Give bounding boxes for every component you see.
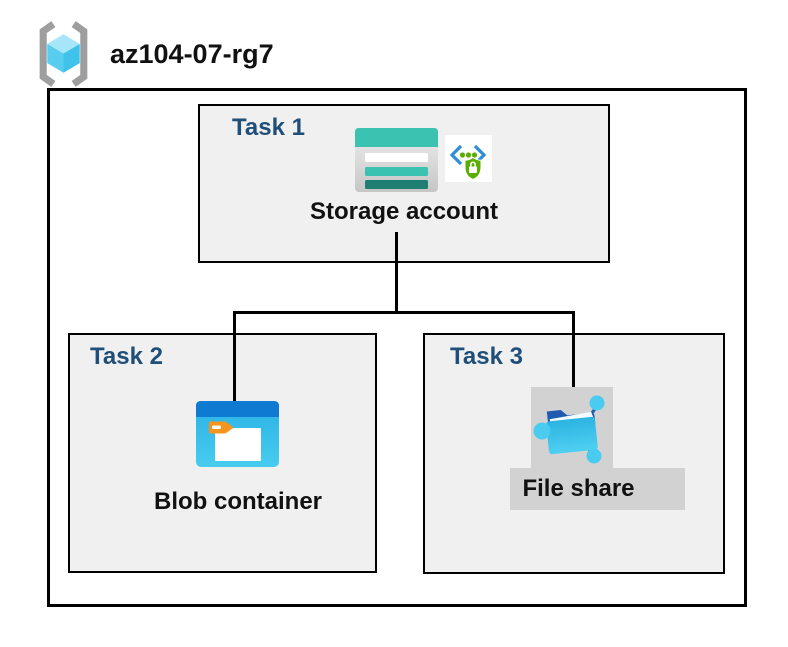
- connector-branch: [233, 311, 575, 314]
- connector-to-blob-container: [233, 311, 236, 402]
- file-share-icon: [531, 387, 613, 468]
- task1-box: Task 1: [198, 104, 610, 263]
- storage-account-icon: [355, 128, 438, 192]
- secure-code-shield-icon: [445, 135, 492, 182]
- file-share-label: File share: [522, 475, 635, 502]
- task3-label: Task 3: [450, 343, 523, 370]
- resource-group-title: az104-07-rg7: [110, 39, 274, 69]
- storage-account-label: Storage account: [309, 198, 499, 225]
- connector-to-file-share: [572, 311, 575, 389]
- resource-group-icon: [32, 20, 95, 88]
- connector-trunk: [395, 232, 398, 312]
- task2-box: Task 2 Blob container: [68, 333, 377, 573]
- file-share-label-background: File share: [510, 468, 685, 510]
- blob-container-label: Blob container: [153, 488, 323, 515]
- blob-container-icon: [196, 401, 279, 467]
- task2-label: Task 2: [90, 343, 163, 370]
- task1-label: Task 1: [232, 114, 305, 141]
